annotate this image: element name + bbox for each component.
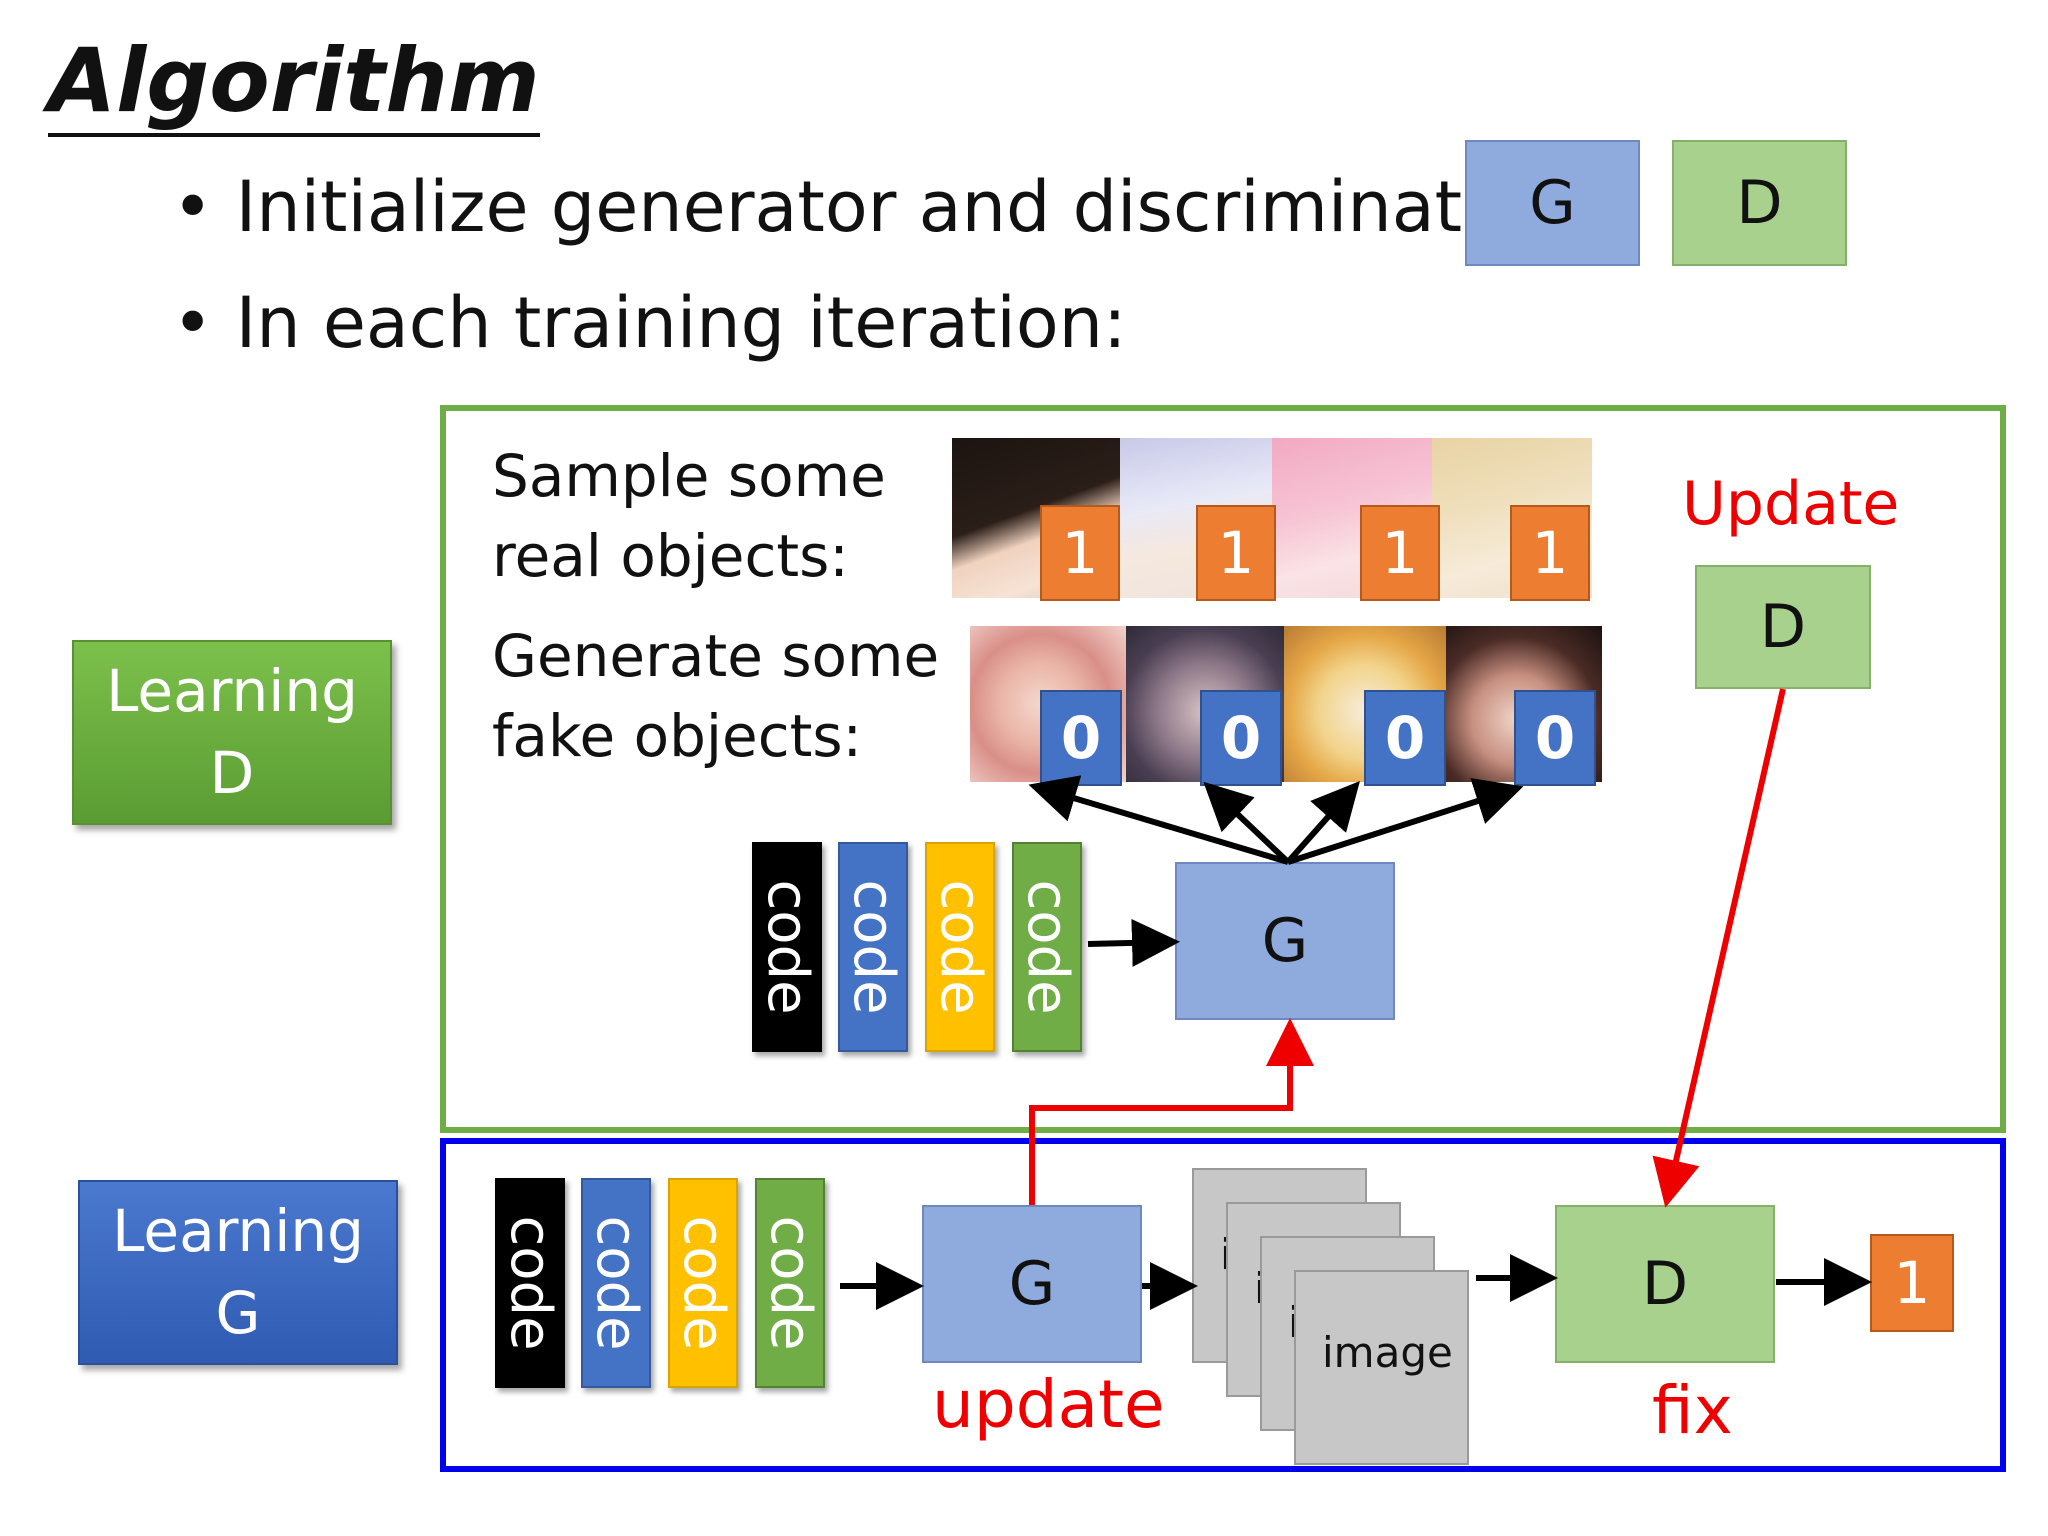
bullet-training-iteration: • In each training iteration: <box>172 288 1127 358</box>
learning-g-label: Learning G <box>78 1180 398 1365</box>
real-label-1: 1 <box>1040 505 1120 601</box>
bullet-dot: • <box>172 282 214 364</box>
real-label-3: 1 <box>1360 505 1440 601</box>
sample-real-text: Sample some real objects: <box>492 436 886 596</box>
learning-g-frame <box>440 1138 2006 1472</box>
learning-d-line1: Learning <box>106 657 358 726</box>
learning-g-line1: Learning <box>112 1197 364 1266</box>
image-card-stub: i <box>1254 1264 1266 1313</box>
arrow-update-d-copy <box>1652 688 1786 1208</box>
image-card-stub: i <box>1220 1230 1232 1279</box>
bullet-initialize: • Initialize generator and discriminator <box>172 172 1534 242</box>
slide-title: Algorithm <box>48 30 540 138</box>
generate-fake-line2: fake objects: <box>492 702 863 770</box>
sample-real-line1: Sample some <box>492 442 886 510</box>
learning-g-line2: G <box>215 1278 261 1347</box>
real-label-4: 1 <box>1510 505 1590 601</box>
arrow-g-to-fake-2 <box>1203 781 1291 865</box>
real-label-2: 1 <box>1196 505 1276 601</box>
bullet-training-iteration-text: In each training iteration: <box>235 282 1127 364</box>
code-block-yellow: code <box>668 1178 738 1388</box>
update-g-text: update <box>932 1366 1165 1443</box>
stage-d-generator-box: G <box>1175 862 1395 1020</box>
bullet-initialize-text: Initialize generator and discriminator <box>235 166 1534 248</box>
init-generator-box: G <box>1465 140 1640 266</box>
update-d-text: Update <box>1682 469 1900 539</box>
code-block-blue: code <box>581 1178 651 1388</box>
image-card-label: image <box>1322 1328 1453 1377</box>
code-block-blue: code <box>838 842 908 1052</box>
arrow-g-to-fake-1 <box>1028 775 1289 865</box>
image-card-4: image <box>1294 1270 1469 1465</box>
bullet-dot: • <box>172 166 214 248</box>
arrow-g-to-fake-3 <box>1285 781 1360 864</box>
stage-g-generator-box: G <box>922 1205 1142 1363</box>
learning-d-label: Learning D <box>72 640 392 825</box>
fix-text: fix <box>1652 1372 1733 1449</box>
fake-label-2: 0 <box>1200 690 1282 786</box>
stage-d-discriminator-box: D <box>1695 565 1871 689</box>
code-block-green: code <box>1012 842 1082 1052</box>
learning-d-line2: D <box>209 738 255 807</box>
generate-fake-line1: Generate some <box>492 622 940 690</box>
code-block-black: code <box>752 842 822 1052</box>
fake-label-4: 0 <box>1514 690 1596 786</box>
output-label: 1 <box>1870 1234 1954 1332</box>
arrow-g-to-fake-4 <box>1287 778 1524 865</box>
arrow-update-g-copy <box>1029 1018 1314 1205</box>
code-block-black: code <box>495 1178 565 1388</box>
code-block-green: code <box>755 1178 825 1388</box>
init-discriminator-box: D <box>1672 140 1847 266</box>
fake-label-3: 0 <box>1364 690 1446 786</box>
image-card-stub: i <box>1288 1298 1300 1347</box>
arrow-code-to-g-top <box>1087 918 1180 967</box>
generate-fake-text: Generate some fake objects: <box>492 616 939 776</box>
learning-d-frame <box>440 405 2006 1133</box>
sample-real-line2: real objects: <box>492 522 849 590</box>
code-block-yellow: code <box>925 842 995 1052</box>
